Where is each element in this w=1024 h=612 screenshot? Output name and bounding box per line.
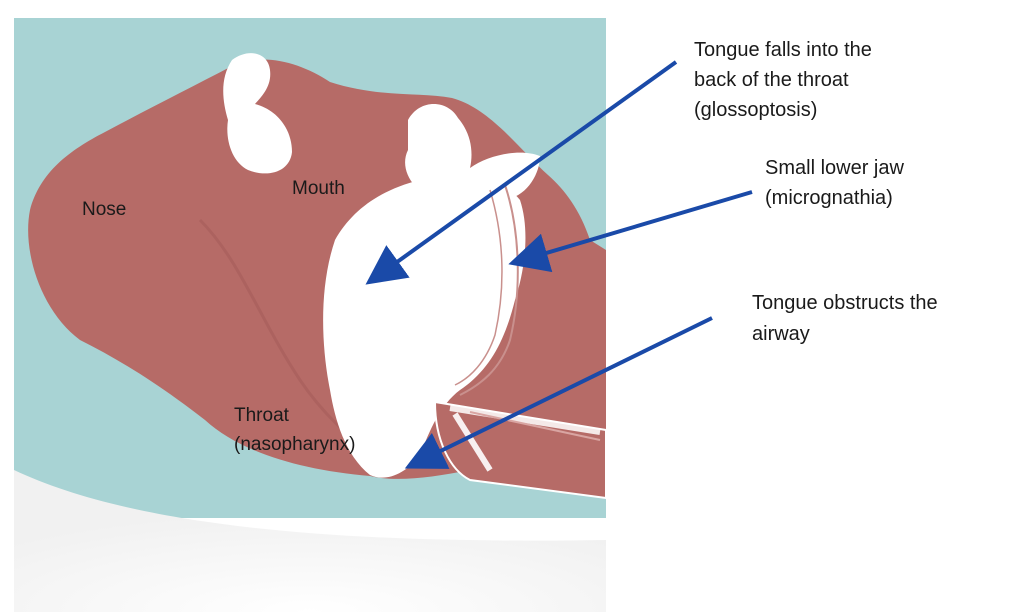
trachea-ring-2 [452, 412, 493, 472]
neck-base [14, 470, 606, 612]
mouth-label: Mouth [292, 178, 345, 199]
callout-obstruction-line2: airway [752, 323, 810, 345]
nose-label: Nose [82, 199, 126, 220]
jaw-line-outer [459, 184, 519, 396]
callout-glossoptosis-line1: Tongue falls into the [694, 39, 872, 61]
trachea-ring-1 [449, 405, 601, 435]
callout-micrognathia-line1: Small lower jaw [765, 157, 904, 179]
callout-obstruction-line1: Tongue obstructs the [752, 292, 938, 314]
callout-glossoptosis-line3: (glossoptosis) [694, 99, 817, 121]
callout-micrognathia-line2: (micrognathia) [765, 187, 893, 209]
arrow-glossoptosis [365, 60, 678, 285]
trachea-ring-3 [469, 411, 601, 441]
arrow-micrognathia [508, 190, 753, 273]
nasal-cavity-upper [223, 53, 292, 174]
arrow-obstruction [404, 316, 713, 469]
throat-label-line1: Throat [234, 405, 290, 426]
jaw-line-inner [454, 189, 503, 386]
callout-glossoptosis-line2: back of the throat [694, 69, 849, 91]
throat-label-line2: (nasopharynx) [234, 434, 355, 455]
